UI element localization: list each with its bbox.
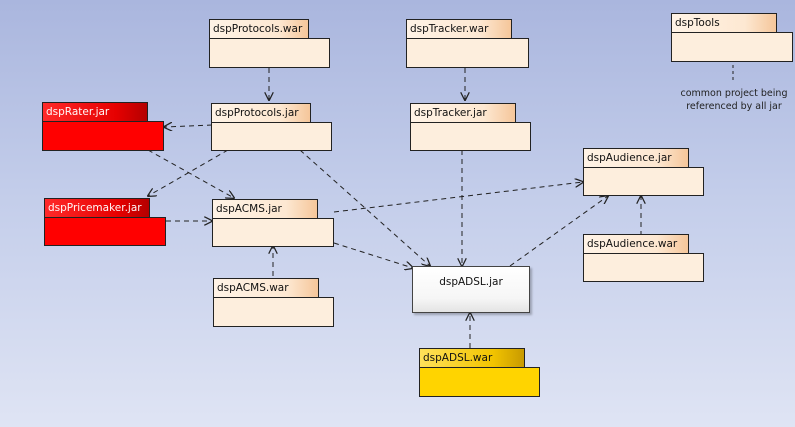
package-label: dspAudience.jar	[583, 148, 689, 168]
package-body	[42, 121, 164, 151]
class-dspadsl-jar[interactable]: dspADSL.jar	[412, 266, 530, 313]
note-line-1: common project being	[680, 88, 788, 99]
package-label: dspACMS.jar	[212, 199, 318, 219]
package-label: dspTracker.jar	[410, 103, 516, 123]
package-body	[671, 32, 793, 62]
class-label: dspADSL.jar	[439, 276, 503, 288]
package-label: dspADSL.war	[419, 348, 525, 368]
package-label: dspACMS.war	[213, 278, 319, 298]
note-line-2: referenced by all jar	[686, 101, 782, 112]
package-label: dspPricemaker.jar	[44, 198, 150, 218]
package-label: dspRater.jar	[42, 102, 148, 122]
arrow-rater-to-acms	[147, 149, 234, 198]
package-body	[419, 367, 540, 397]
package-body	[44, 217, 166, 246]
package-body	[406, 38, 529, 68]
package-body	[211, 122, 332, 151]
arrow-protocols-to-pricemaker	[148, 149, 229, 196]
tools-note: common project being referenced by all j…	[668, 87, 795, 113]
package-body	[212, 218, 334, 247]
arrow-protocols-to-rater	[164, 125, 213, 127]
package-body	[213, 297, 334, 327]
package-label: dspAudience.war	[583, 234, 689, 254]
arrow-adsl-to-audience	[509, 196, 608, 267]
package-body	[209, 38, 330, 68]
package-label: dspTracker.war	[406, 19, 512, 39]
arrow-protocols-to-adsl	[299, 149, 430, 266]
arrow-acms-to-audience	[333, 182, 583, 213]
package-label: dspProtocols.jar	[211, 103, 311, 123]
package-body	[583, 167, 704, 196]
arrow-acms-to-adsl	[333, 242, 413, 268]
package-body	[583, 253, 704, 282]
package-body	[410, 122, 531, 151]
package-label: dspProtocols.war	[209, 19, 309, 39]
package-label: dspTools	[671, 13, 777, 33]
